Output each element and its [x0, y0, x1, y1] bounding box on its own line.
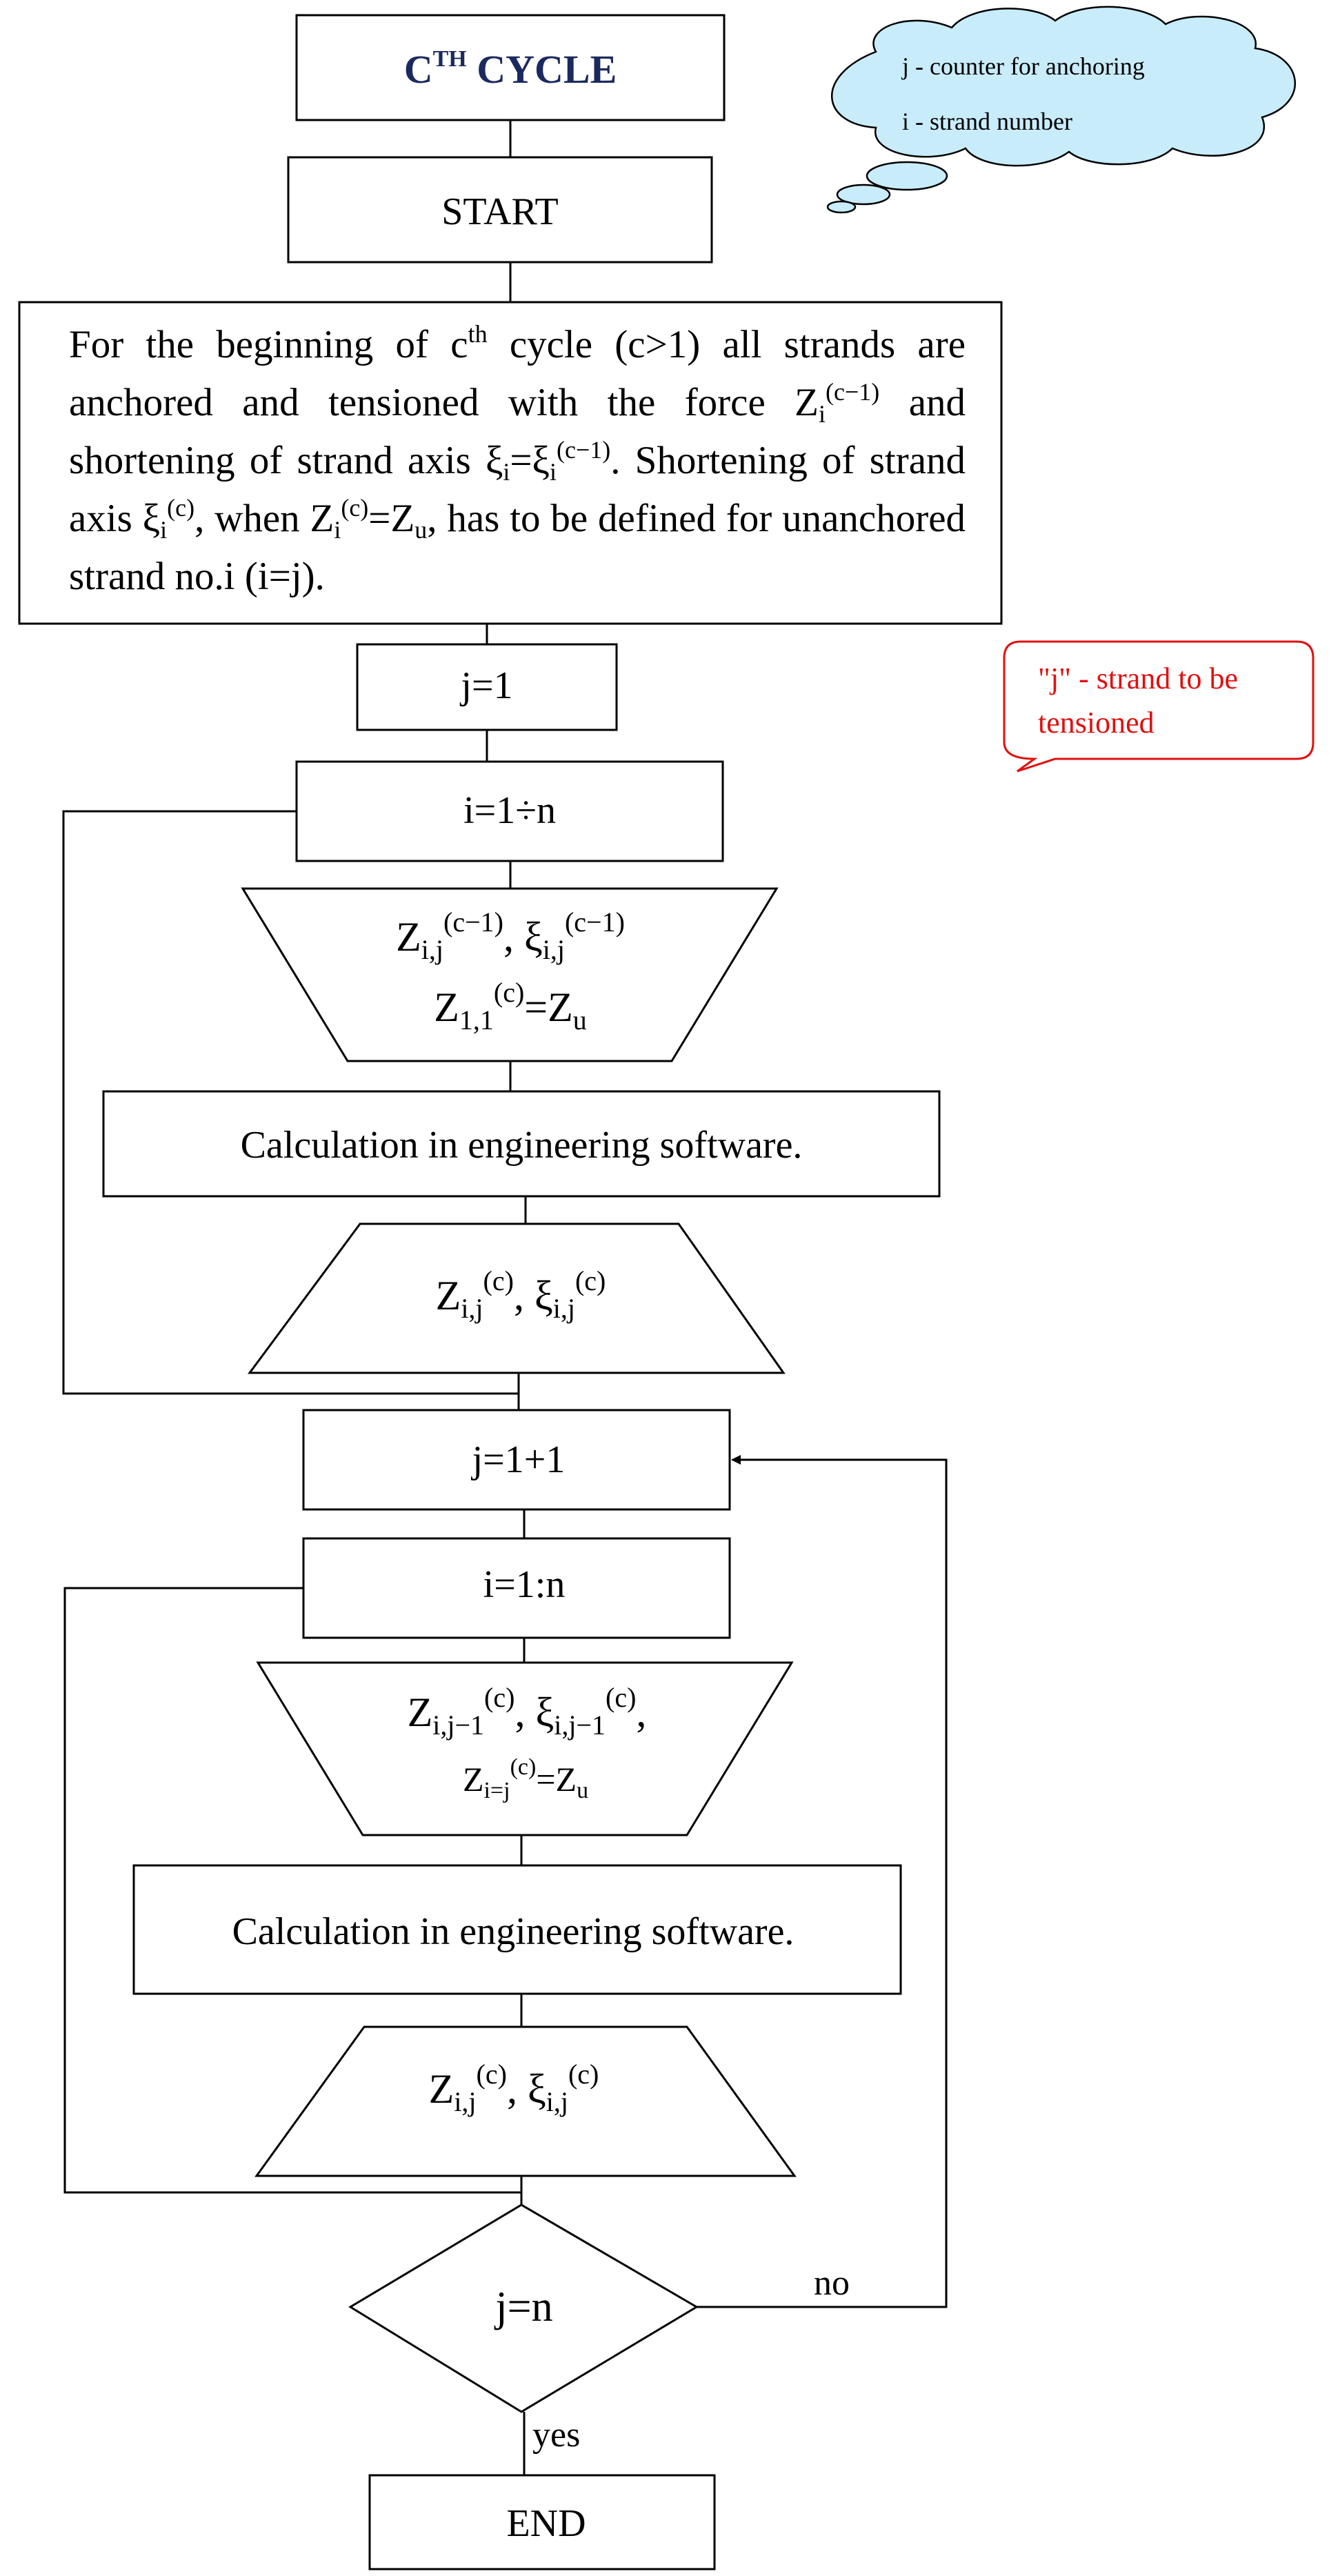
- start-label: START: [441, 190, 559, 233]
- loop2-calc-box: [132, 1864, 902, 1995]
- legend-j-text: j - counter for anchoring: [901, 52, 1145, 80]
- no-label: no: [814, 2263, 850, 2303]
- decision-label: j=n: [494, 2283, 552, 2330]
- increment-j-box: [302, 1409, 731, 1511]
- title-rest: CYCLE: [467, 47, 617, 92]
- no-branch-line: [697, 1455, 948, 2308]
- loop1-return-line: [62, 810, 520, 1395]
- init-j-label: j=1: [459, 664, 512, 707]
- title-sup: TH: [433, 46, 467, 72]
- loop1-output-text: Zi,j(c), ξi,j(c): [436, 1265, 606, 1324]
- loop1-box: [295, 760, 724, 862]
- intro-box: [18, 301, 1003, 625]
- loop1-output-shape: [248, 1222, 786, 1374]
- note-line2: tensioned: [1038, 706, 1155, 740]
- end-box: [368, 2474, 716, 2570]
- intro-text: For the beginning of cth cycle (c>1) all…: [69, 320, 966, 598]
- loop2-input-line2: Zi=j(c)=Zu: [463, 1754, 588, 1803]
- loop2-return-line: [63, 1587, 523, 2194]
- note-line1: "j" - strand to be: [1038, 662, 1238, 695]
- end-label: END: [506, 2502, 586, 2545]
- loop1-input-shape: [241, 887, 779, 1062]
- loop2-calc-label: Calculation in engineering software.: [232, 1910, 795, 1953]
- increment-j-label: j=1+1: [471, 1438, 566, 1481]
- init-j-box: [356, 643, 618, 731]
- loop2-input-line1: Zi,j−1(c), ξi,j−1(c),: [408, 1682, 647, 1741]
- start-box: [287, 156, 713, 264]
- loop2-output-text: Zi,j(c), ξi,j(c): [429, 2059, 599, 2117]
- title-c: C: [404, 47, 433, 92]
- title-box: [295, 14, 726, 121]
- loop2-label: i=1:n: [483, 1563, 566, 1606]
- loop2-output-shape: [254, 2025, 797, 2177]
- loop1-calc-box: [102, 1090, 941, 1198]
- title-text: CTH CYCLE: [404, 46, 617, 92]
- loop2-box: [302, 1537, 731, 1639]
- legend-cloud: j - counter for anchoring i - strand num…: [826, 6, 1297, 214]
- legend-i-text: i - strand number: [902, 108, 1072, 135]
- loop1-input-line1: Zi,j(c−1), ξi,j(c−1): [396, 906, 625, 965]
- loop1-calc-label: Calculation in engineering software.: [241, 1124, 803, 1167]
- decision-diamond: [348, 2203, 699, 2413]
- loop2-input-shape: [256, 1661, 794, 1836]
- loop1-label: i=1÷n: [463, 789, 556, 832]
- note-callout: "j" - strand to be tensioned: [1003, 640, 1315, 773]
- loop1-input-line2: Z1,1(c)=Zu: [434, 977, 587, 1036]
- yes-label: yes: [532, 2415, 580, 2455]
